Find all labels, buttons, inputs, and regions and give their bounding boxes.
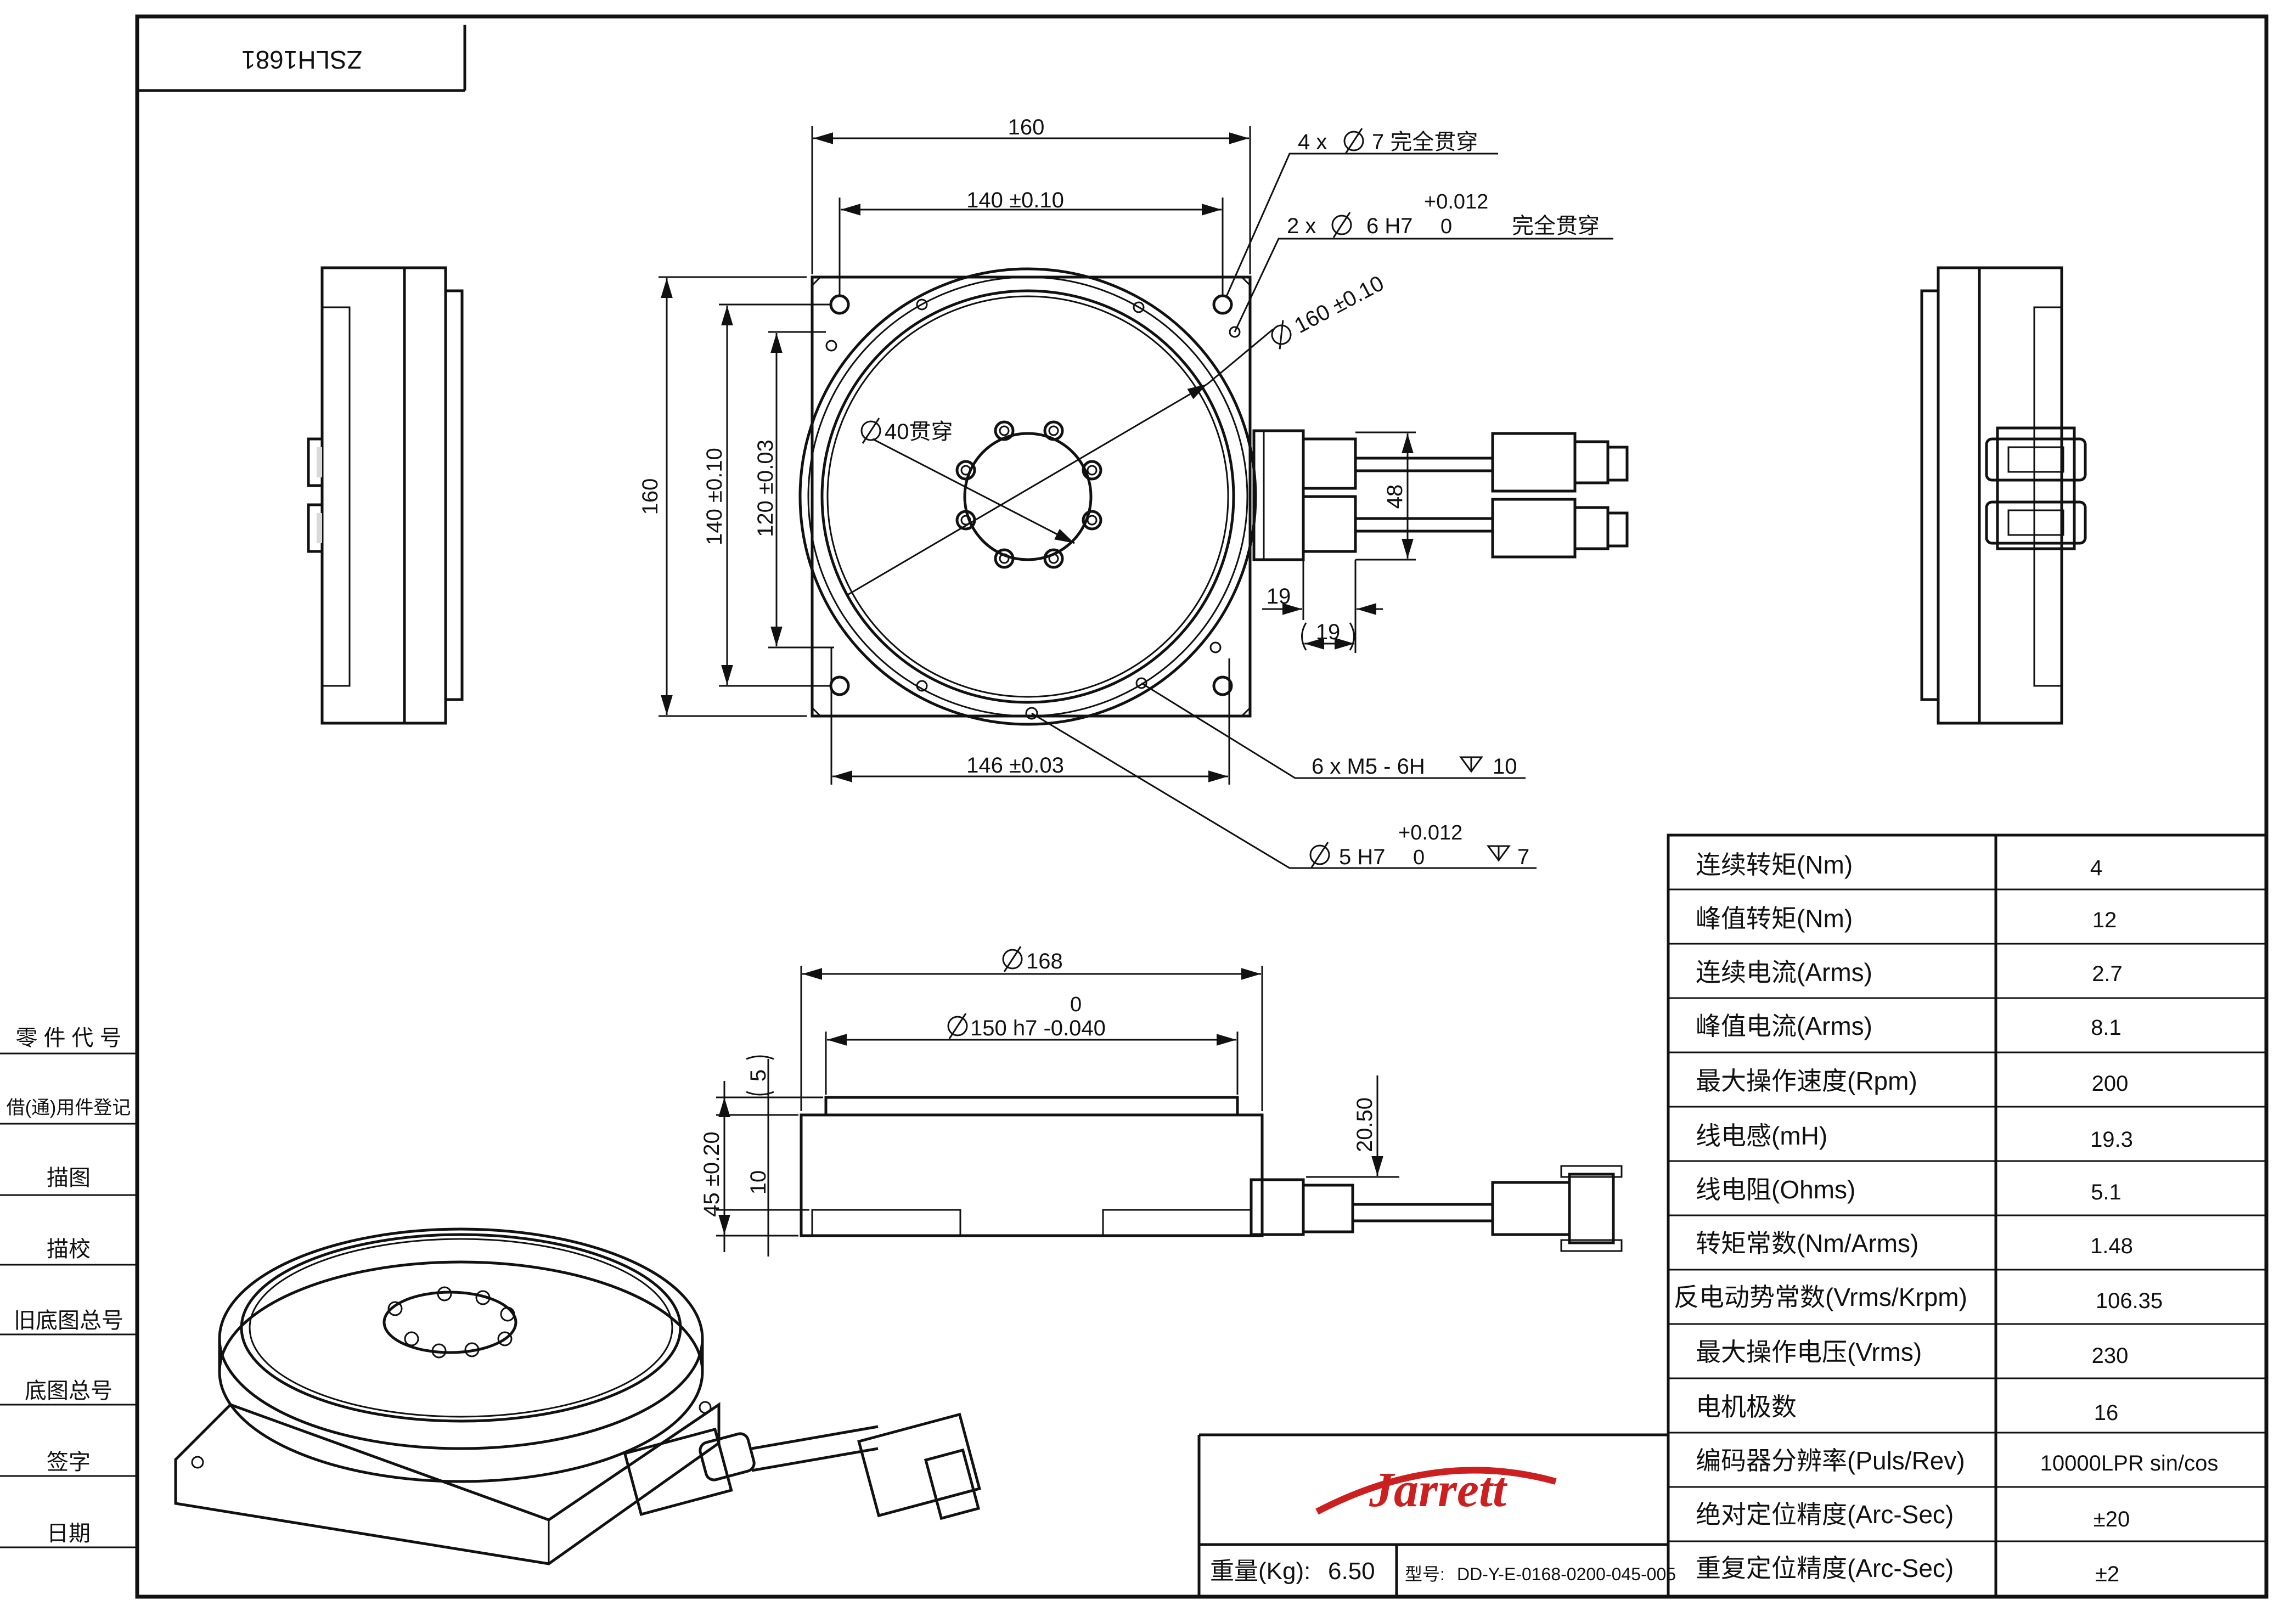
strip-tracing: 描图: [47, 1166, 91, 1190]
spec-value: 1.48: [2090, 1234, 2133, 1258]
spec-label: 转矩常数(Nm/Arms): [1696, 1229, 1918, 1258]
spec-label: 反电动势常数(Vrms/Krpm): [1674, 1283, 1967, 1311]
inner-hole-pattern: [955, 420, 1102, 569]
strip-old-base-no: 旧底图总号: [14, 1309, 123, 1333]
spec-table: 连续转矩(Nm) 峰值转矩(Nm) 连续电流(Arms) 峰值电流(Arms) …: [1667, 833, 2268, 1598]
spec-value: ±2: [2095, 1562, 2119, 1586]
callout-thru-holes-dia: 7 完全贯穿: [1372, 130, 1478, 154]
left-strip: 零 件 代 号 借(通)用件登记 描图 描校 旧底图总号 底图总号 签字 日期: [0, 1026, 137, 1548]
dim-front-150: 150 h7 -0.040: [970, 1016, 1106, 1040]
drawing-frame: [135, 14, 2269, 1599]
spec-value: 4: [2090, 856, 2102, 880]
spec-value: 2.7: [2092, 962, 2123, 986]
dim-bottom-146: 146 ±0.03: [966, 753, 1064, 777]
spec-label: 峰值电流(Arms): [1696, 1012, 1872, 1040]
drawing-number-box: ZSLH1681: [137, 25, 466, 92]
dim-height-120: 120 ±0.03: [753, 440, 778, 537]
dim-side-height: 160: [638, 478, 662, 515]
spec-label: 峰值转矩(Nm): [1696, 904, 1853, 933]
dim-center-bore: 40贯穿: [885, 420, 953, 444]
callout-thru-holes: 4 x: [1298, 130, 1327, 154]
model-value: DD-Y-E-0168-0200-045-005: [1457, 1564, 1676, 1584]
logo-text: Jarrett: [1369, 1463, 1508, 1517]
weight-value: 6.50: [1328, 1558, 1375, 1585]
drawing-number: ZSLH1681: [241, 46, 362, 74]
callout-dowel-tol-upper: +0.012: [1398, 821, 1462, 844]
strip-trace-check: 描校: [47, 1237, 91, 1261]
spec-value: 19.3: [2090, 1128, 2133, 1152]
callout-pin-holes: 2 x: [1287, 214, 1316, 238]
spec-value: 106.35: [2096, 1289, 2163, 1313]
rotor-outer-ring: [798, 267, 1257, 726]
dim-height-hole-spacing: 140 ±0.10: [702, 448, 727, 545]
model-label: 型号:: [1405, 1564, 1445, 1584]
callout-pin-tol-lower: 0: [1440, 215, 1452, 238]
front-view: 168 0 150 h7 -0.040 45 ±0.20 5 10 20.50: [700, 946, 1623, 1257]
rotor-top-plate: [820, 289, 1235, 704]
center-bore: [963, 432, 1093, 561]
thru-hole: [1212, 294, 1233, 315]
callout-tapped-depth: 10: [1493, 754, 1517, 779]
spec-label: 重复定位精度(Arc-Sec): [1696, 1554, 1954, 1582]
spec-label: 线电阻(Ohms): [1696, 1175, 1855, 1204]
callout-pin-holes-dia: 6 H7: [1366, 214, 1413, 238]
title-block: Jarrett 重量(Kg): 6.50 型号: DD-Y-E-0168-020…: [1197, 1433, 1676, 1597]
dim-top-width: 160: [1008, 115, 1045, 139]
callout-dowel-depth: 7: [1517, 845, 1529, 869]
isometric-view: [174, 1227, 981, 1565]
right-side-view: [1920, 266, 2087, 725]
spec-value: 200: [2092, 1072, 2129, 1096]
dim-front-step-5: 5: [746, 1069, 770, 1081]
dim-bolt-circle: 160 ±0.10: [1291, 271, 1388, 338]
spec-value: ±20: [2094, 1507, 2130, 1531]
callout-dowel-dia: 5 H7: [1339, 845, 1386, 869]
strip-part-code: 零 件 代 号: [15, 1026, 121, 1050]
thru-hole: [829, 294, 850, 315]
strip-date: 日期: [47, 1522, 91, 1546]
left-side-view: [307, 266, 464, 725]
top-view: 160 140 ±0.10 4 x 7 完全贯穿 2 x 6 H7 +0.012…: [638, 115, 1629, 869]
dim-front-20-50: 20.50: [1353, 1097, 1377, 1152]
spec-value: 230: [2092, 1344, 2129, 1368]
spec-label: 线电感(mH): [1696, 1122, 1827, 1150]
callout-pin-thru: 完全贯穿: [1512, 214, 1600, 238]
spec-label: 绝对定位精度(Arc-Sec): [1696, 1500, 1954, 1529]
dim-top-hole-spacing: 140 ±0.10: [966, 188, 1064, 212]
callout-tapped-holes: 6 x M5 - 6H: [1312, 754, 1425, 779]
dim-front-height-45: 45 ±0.20: [700, 1131, 724, 1216]
callout-dowel-tol-lower: 0: [1413, 846, 1425, 869]
thru-hole: [829, 675, 850, 696]
dim-front-150-upper: 0: [1070, 993, 1082, 1016]
spec-value: 12: [2092, 908, 2117, 932]
spec-label: 电机极数: [1696, 1393, 1797, 1421]
spec-value: 8.1: [2091, 1016, 2121, 1040]
spec-value: 10000LPR sin/cos: [2040, 1451, 2219, 1475]
spec-label: 连续电流(Arms): [1696, 958, 1872, 987]
dim-front-168: 168: [1026, 949, 1063, 973]
spec-label: 最大操作电压(Vrms): [1696, 1338, 1922, 1366]
strip-base-no: 底图总号: [25, 1379, 112, 1403]
strip-signature: 签字: [47, 1450, 91, 1474]
dim-offset-19: 19: [1267, 584, 1291, 609]
thru-hole: [1212, 675, 1233, 696]
logo-swoosh: [1315, 1467, 1557, 1515]
dim-connector-spacing: 48: [1383, 484, 1407, 509]
strip-borrow-register: 借(通)用件登记: [7, 1097, 131, 1118]
dim-offset-19-ref: 19: [1316, 620, 1341, 644]
spec-value: 16: [2094, 1401, 2119, 1425]
weight-label: 重量(Kg):: [1210, 1558, 1310, 1585]
spec-value: 5.1: [2091, 1180, 2121, 1204]
dim-front-10: 10: [746, 1170, 770, 1195]
callout-pin-tol-upper: +0.012: [1424, 190, 1488, 213]
spec-label: 连续转矩(Nm): [1696, 850, 1853, 879]
connector-block: [1252, 429, 1629, 561]
spec-label: 编码器分辨率(Puls/Rev): [1696, 1446, 1965, 1475]
spec-label: 最大操作速度(Rpm): [1696, 1067, 1917, 1095]
